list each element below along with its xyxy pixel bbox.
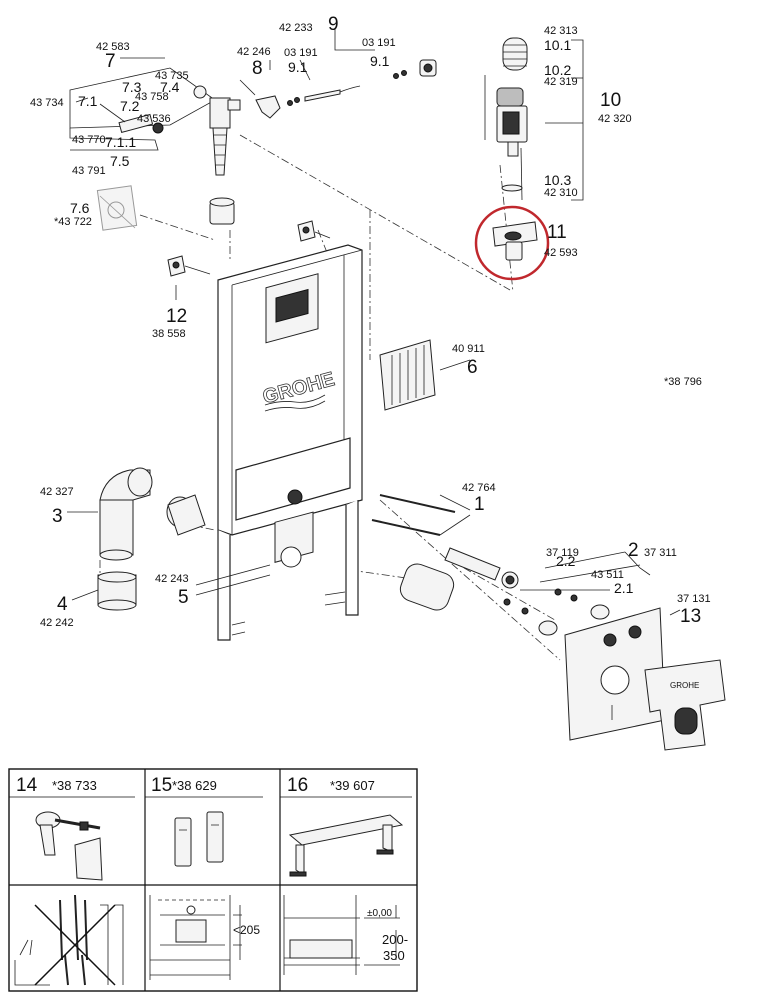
label-42243: 42 243 bbox=[155, 573, 189, 585]
label-10-3: 10.3 bbox=[544, 172, 571, 188]
label-10-2: 10.2 bbox=[544, 62, 571, 78]
accessory-16-number: 16 bbox=[287, 775, 308, 796]
label-38558: 38 558 bbox=[152, 328, 186, 340]
label-7-1-1: 7.1.1 bbox=[105, 134, 136, 150]
label-42319: 42 319 bbox=[544, 76, 578, 88]
dimension-200: 200- bbox=[382, 932, 408, 947]
label-4: 4 bbox=[57, 594, 68, 615]
connector-part-4 bbox=[97, 571, 137, 611]
accessory-14-code: *38 733 bbox=[52, 778, 97, 793]
installation-frame: GROHE bbox=[217, 244, 363, 641]
sound-insulation-part-13: GROHE bbox=[564, 607, 726, 751]
label-2-1: 2.1 bbox=[614, 580, 634, 596]
label-7-5: 7.5 bbox=[110, 153, 130, 169]
callout-labels: 42 583 7 43 735 7.3 7.4 43 758 43 734 7.… bbox=[30, 14, 711, 629]
bend-pipe-part-3 bbox=[99, 467, 206, 561]
label-42242: 42 242 bbox=[40, 617, 74, 629]
label-43536: 43 536 bbox=[137, 113, 171, 125]
label-7: 7 bbox=[105, 51, 116, 72]
label-37311: 37 311 bbox=[644, 547, 677, 559]
label-42320: 42 320 bbox=[598, 113, 632, 125]
label-42313: 42 313 bbox=[544, 25, 578, 37]
label-43758: 43 758 bbox=[135, 91, 169, 103]
label-12: 12 bbox=[166, 306, 187, 327]
cassette-part-6 bbox=[379, 339, 436, 411]
label-3: 3 bbox=[52, 506, 63, 527]
highlight-circle bbox=[474, 205, 550, 281]
label-40911: 40 911 bbox=[452, 343, 485, 355]
label-8: 8 bbox=[252, 58, 263, 79]
label-10-1: 10.1 bbox=[544, 37, 571, 53]
leader-lines bbox=[67, 28, 681, 616]
accessory-15-mounting-drawing: <205 bbox=[149, 895, 260, 980]
flush-valve-group bbox=[474, 37, 584, 281]
accessory-15-code: *38 629 bbox=[172, 778, 217, 793]
mounting-rods-part-1 bbox=[371, 494, 456, 536]
accessory-14-number: 14 bbox=[16, 775, 38, 796]
accessory-14-drawing bbox=[35, 811, 103, 881]
insulation-brand-text: GROHE bbox=[670, 681, 699, 690]
filling-valve-group bbox=[69, 67, 241, 231]
label-37119: 37 119 bbox=[546, 547, 579, 559]
label-37131: 37 131 bbox=[677, 593, 711, 605]
label-6: 6 bbox=[467, 357, 478, 378]
accessory-15-number: 15 bbox=[151, 775, 172, 796]
label-13: 13 bbox=[680, 606, 701, 627]
label-1: 1 bbox=[474, 494, 485, 515]
label-43734: 43 734 bbox=[30, 97, 64, 109]
label-7-4: 7.4 bbox=[160, 79, 180, 95]
label-7-1: 7.1 bbox=[78, 93, 98, 109]
label-42310: 42 310 bbox=[544, 187, 578, 199]
label-43722: *43 722 bbox=[54, 216, 92, 228]
label-42327: 42 327 bbox=[40, 486, 74, 498]
dimension-zero: ±0,00 bbox=[367, 908, 392, 919]
accessory-16-drawing bbox=[288, 814, 404, 877]
wall-brackets bbox=[167, 220, 331, 277]
label-7-3: 7.3 bbox=[122, 79, 142, 95]
label-7-6: 7.6 bbox=[70, 200, 90, 216]
label-43791: 43 791 bbox=[72, 165, 106, 177]
label-42764: 42 764 bbox=[462, 482, 496, 494]
dimension-350: 350 bbox=[383, 948, 405, 963]
label-43770: 43 770 bbox=[72, 134, 106, 146]
label-42246: 42 246 bbox=[237, 46, 271, 58]
flush-pipe-part-2 bbox=[399, 547, 610, 636]
label-03191-a: 03 191 bbox=[284, 47, 318, 59]
label-10: 10 bbox=[600, 90, 621, 111]
label-5: 5 bbox=[178, 587, 189, 608]
accessory-15-drawing bbox=[174, 811, 224, 867]
label-9-1-a: 9.1 bbox=[288, 59, 308, 75]
label-42583: 42 583 bbox=[96, 41, 130, 53]
accessory-table: 14 *38 733 15 *38 629 16 *39 607 bbox=[8, 768, 418, 992]
label-9-1-b: 9.1 bbox=[370, 53, 390, 69]
label-42593: 42 593 bbox=[544, 247, 578, 259]
label-43735: 43 735 bbox=[155, 70, 189, 82]
label-42233: 42 233 bbox=[279, 22, 313, 34]
accessory-16-code: *39 607 bbox=[330, 778, 375, 793]
label-38796: *38 796 bbox=[664, 376, 702, 388]
dimension-205: <205 bbox=[233, 923, 260, 937]
assembly-guide-lines bbox=[99, 134, 561, 661]
accessory-16-mounting-drawing: ±0,00 200- 350 bbox=[283, 895, 408, 975]
accessory-14-fixing-drawing bbox=[14, 894, 124, 986]
label-2-2: 2.2 bbox=[556, 553, 576, 569]
label-43511: 43 511 bbox=[591, 569, 624, 581]
label-03191-b: 03 191 bbox=[362, 37, 396, 49]
label-11: 11 bbox=[547, 222, 567, 243]
label-7-2: 7.2 bbox=[120, 98, 140, 114]
label-2: 2 bbox=[628, 540, 639, 561]
label-9: 9 bbox=[328, 14, 339, 35]
angle-valve-and-hose bbox=[239, 59, 437, 119]
